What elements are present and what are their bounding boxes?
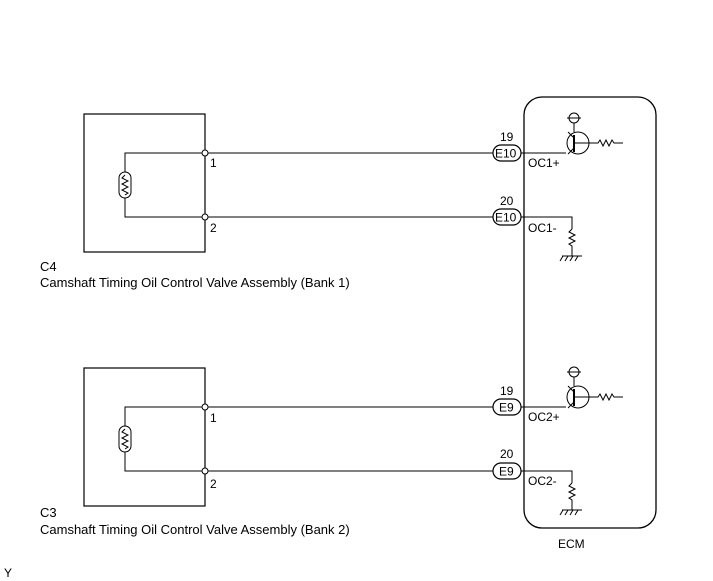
bank1-term2-ecm-pin: 20 (500, 194, 514, 208)
bank2-term1-ecm-pin: 19 (500, 384, 514, 398)
bank1-term1-connector: E10 (495, 147, 517, 161)
bank2-term1-signal: OC2+ (528, 410, 560, 424)
bank1-caption: Camshaft Timing Oil Control Valve Assemb… (40, 275, 350, 290)
bank2-driver-transistor-icon (530, 366, 623, 409)
bank1-term1-ecm-pin: 19 (500, 130, 514, 144)
bank2-pin2-label: 2 (210, 477, 217, 491)
bank2-term1-connector-tag (492, 398, 522, 416)
ecm-box (523, 96, 657, 529)
bank1-ground-icon (530, 216, 582, 262)
bank1-pin2-terminal (201, 213, 209, 221)
bank2-term2-connector-tag (492, 462, 522, 480)
bank1-term2-connector-tag (492, 208, 522, 226)
bank2-term2-signal: OC2- (528, 474, 557, 488)
bank1-pin2-label: 2 (210, 221, 217, 235)
bank1-connector-id: C4 (40, 259, 57, 274)
bank2-ground-icon (530, 470, 582, 516)
bank1-term1-connector-tag (492, 144, 522, 162)
bank1-valve (83, 113, 209, 253)
bank2-pin1-terminal (201, 403, 209, 411)
bank2-pin2-terminal (201, 467, 209, 475)
bank2-connector-id: C3 (40, 505, 57, 520)
bank2-pin1-label: 1 (210, 411, 217, 425)
bank2-term1-connector: E9 (499, 401, 514, 415)
bank2-valve-box (83, 367, 206, 507)
bank2-term2-connector: E9 (499, 465, 514, 479)
bank2-caption: Camshaft Timing Oil Control Valve Assemb… (40, 522, 350, 537)
bank1-pin1-label: 1 (210, 156, 217, 170)
bank1-driver-transistor-icon (530, 112, 623, 155)
bank1-term1-signal: OC1+ (528, 156, 560, 170)
bank2-valve (83, 367, 209, 507)
bank1-term2-connector: E10 (495, 211, 517, 225)
bank1-valve-box (83, 113, 206, 253)
bank1-pin1-terminal (201, 149, 209, 157)
bank2-term2-ecm-pin: 20 (500, 447, 514, 461)
ecm-label: ECM (558, 537, 585, 551)
corner-mark: Y (4, 566, 12, 580)
bank1-term2-signal: OC1- (528, 221, 557, 235)
